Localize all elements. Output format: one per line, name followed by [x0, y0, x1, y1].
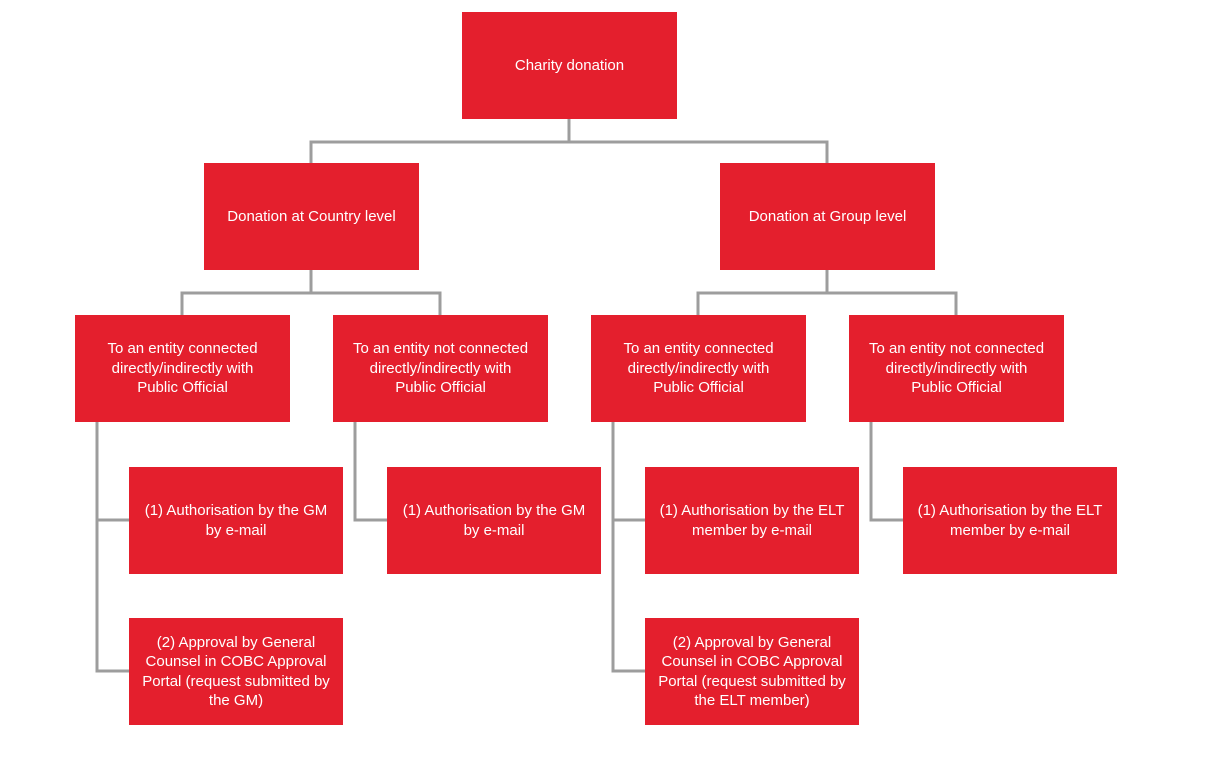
connector-group-not-connected-step [869, 422, 903, 522]
connector-country-not-connected-step [353, 422, 387, 522]
group-not-connected-entity-box: To an entity not connected directly/indi… [849, 315, 1064, 422]
country-connected-entity-label: To an entity connected directly/indirect… [107, 340, 258, 397]
group-connected-step2-box: (2) Approval by General Counsel in COBC … [645, 618, 859, 725]
group-connected-step1-label: (1) Authorisation by the ELT member by e… [659, 502, 845, 539]
charity-donation-label: Charity donation [514, 56, 625, 74]
country-level-box: Donation at Country level [204, 163, 419, 270]
group-level-box: Donation at Group level [720, 163, 935, 270]
country-connected-step1-box: (1) Authorisation by the GM by e-mail [129, 467, 343, 574]
charity-donation-box: Charity donation [462, 12, 677, 119]
connector-country-to-entities [180, 270, 442, 315]
country-not-connected-entity-label: To an entity not connected directly/indi… [352, 340, 529, 397]
connector-country-connected-steps [95, 422, 129, 673]
group-connected-step2-label: (2) Approval by General Counsel in COBC … [658, 633, 846, 710]
group-connected-entity-box: To an entity connected directly/indirect… [591, 315, 806, 422]
connector-group-to-entities [696, 270, 958, 315]
group-level-label: Donation at Group level [748, 207, 907, 225]
country-connected-step2-box: (2) Approval by General Counsel in COBC … [129, 618, 343, 725]
country-not-connected-entity-box: To an entity not connected directly/indi… [333, 315, 548, 422]
group-not-connected-entity-label: To an entity not connected directly/indi… [868, 340, 1045, 397]
group-not-connected-step1-box: (1) Authorisation by the ELT member by e… [903, 467, 1117, 574]
group-connected-entity-label: To an entity connected directly/indirect… [623, 340, 774, 397]
country-level-label: Donation at Country level [227, 207, 396, 225]
country-not-connected-step1-box: (1) Authorisation by the GM by e-mail [387, 467, 601, 574]
connector-root-to-levels [309, 119, 829, 163]
group-connected-step1-box: (1) Authorisation by the ELT member by e… [645, 467, 859, 574]
country-connected-step1-label: (1) Authorisation by the GM by e-mail [144, 502, 328, 539]
group-not-connected-step1-label: (1) Authorisation by the ELT member by e… [917, 502, 1103, 539]
country-not-connected-step1-label: (1) Authorisation by the GM by e-mail [402, 502, 586, 539]
country-connected-step2-label: (2) Approval by General Counsel in COBC … [142, 633, 330, 710]
country-connected-entity-box: To an entity connected directly/indirect… [75, 315, 290, 422]
connector-group-connected-steps [611, 422, 645, 673]
